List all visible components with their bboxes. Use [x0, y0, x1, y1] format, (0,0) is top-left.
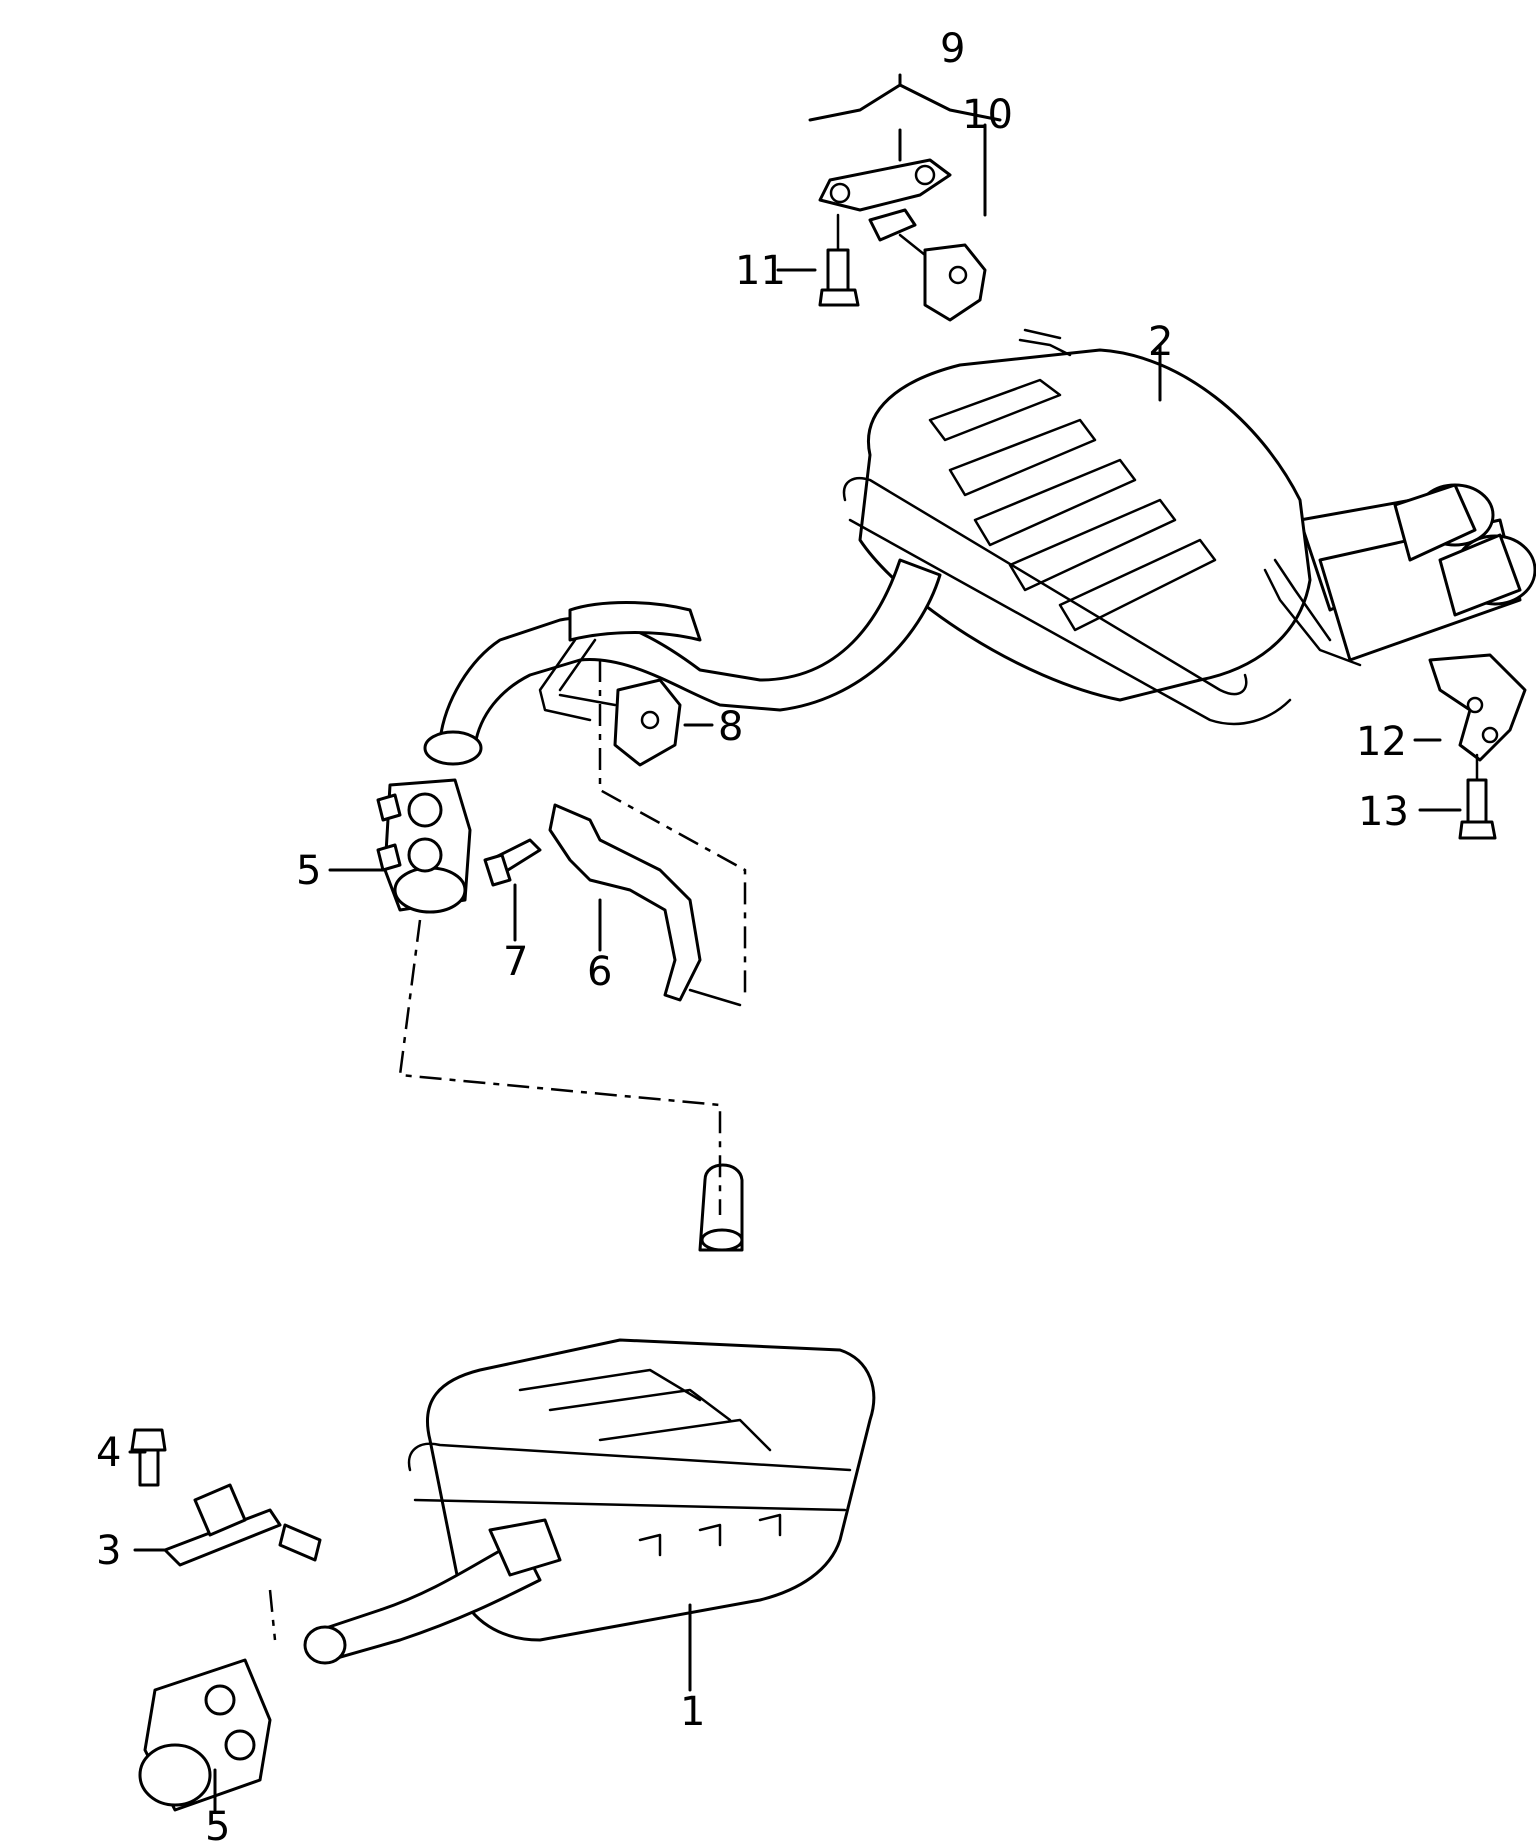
rubber-mount-top [868, 208, 987, 322]
callout-10: 10 [962, 92, 1013, 138]
bolt-7 [483, 838, 542, 887]
bracket-right [1428, 653, 1527, 840]
callout-8: 8 [718, 704, 743, 750]
clamp-upper [376, 778, 472, 914]
bracket-6 [548, 803, 742, 1007]
callout-5-lower: 5 [205, 1804, 230, 1847]
rubber-mount-8 [558, 678, 682, 767]
callout-2: 2 [1148, 319, 1173, 365]
callout-12: 12 [1356, 719, 1407, 765]
clamp-lower [138, 1658, 272, 1812]
callout-13: 13 [1358, 789, 1409, 835]
callout-11: 11 [735, 248, 786, 294]
callout-7: 7 [503, 939, 528, 985]
leader-lines [128, 73, 1462, 1812]
bracket-top [818, 128, 952, 212]
connection-lines [268, 660, 747, 1641]
callout-5-upper: 5 [296, 848, 321, 894]
callouts: 1 2 3 4 5 5 6 7 8 9 10 11 12 13 [96, 26, 1409, 1847]
callout-9: 9 [940, 26, 965, 72]
callout-3: 3 [96, 1528, 121, 1574]
callout-1: 1 [680, 1689, 705, 1735]
rear-muffler [423, 328, 1536, 766]
hanger-3 [130, 1428, 322, 1567]
front-muffler [303, 1163, 876, 1665]
callout-6: 6 [587, 949, 612, 995]
bolt-11 [818, 213, 860, 307]
callout-4: 4 [96, 1430, 121, 1476]
